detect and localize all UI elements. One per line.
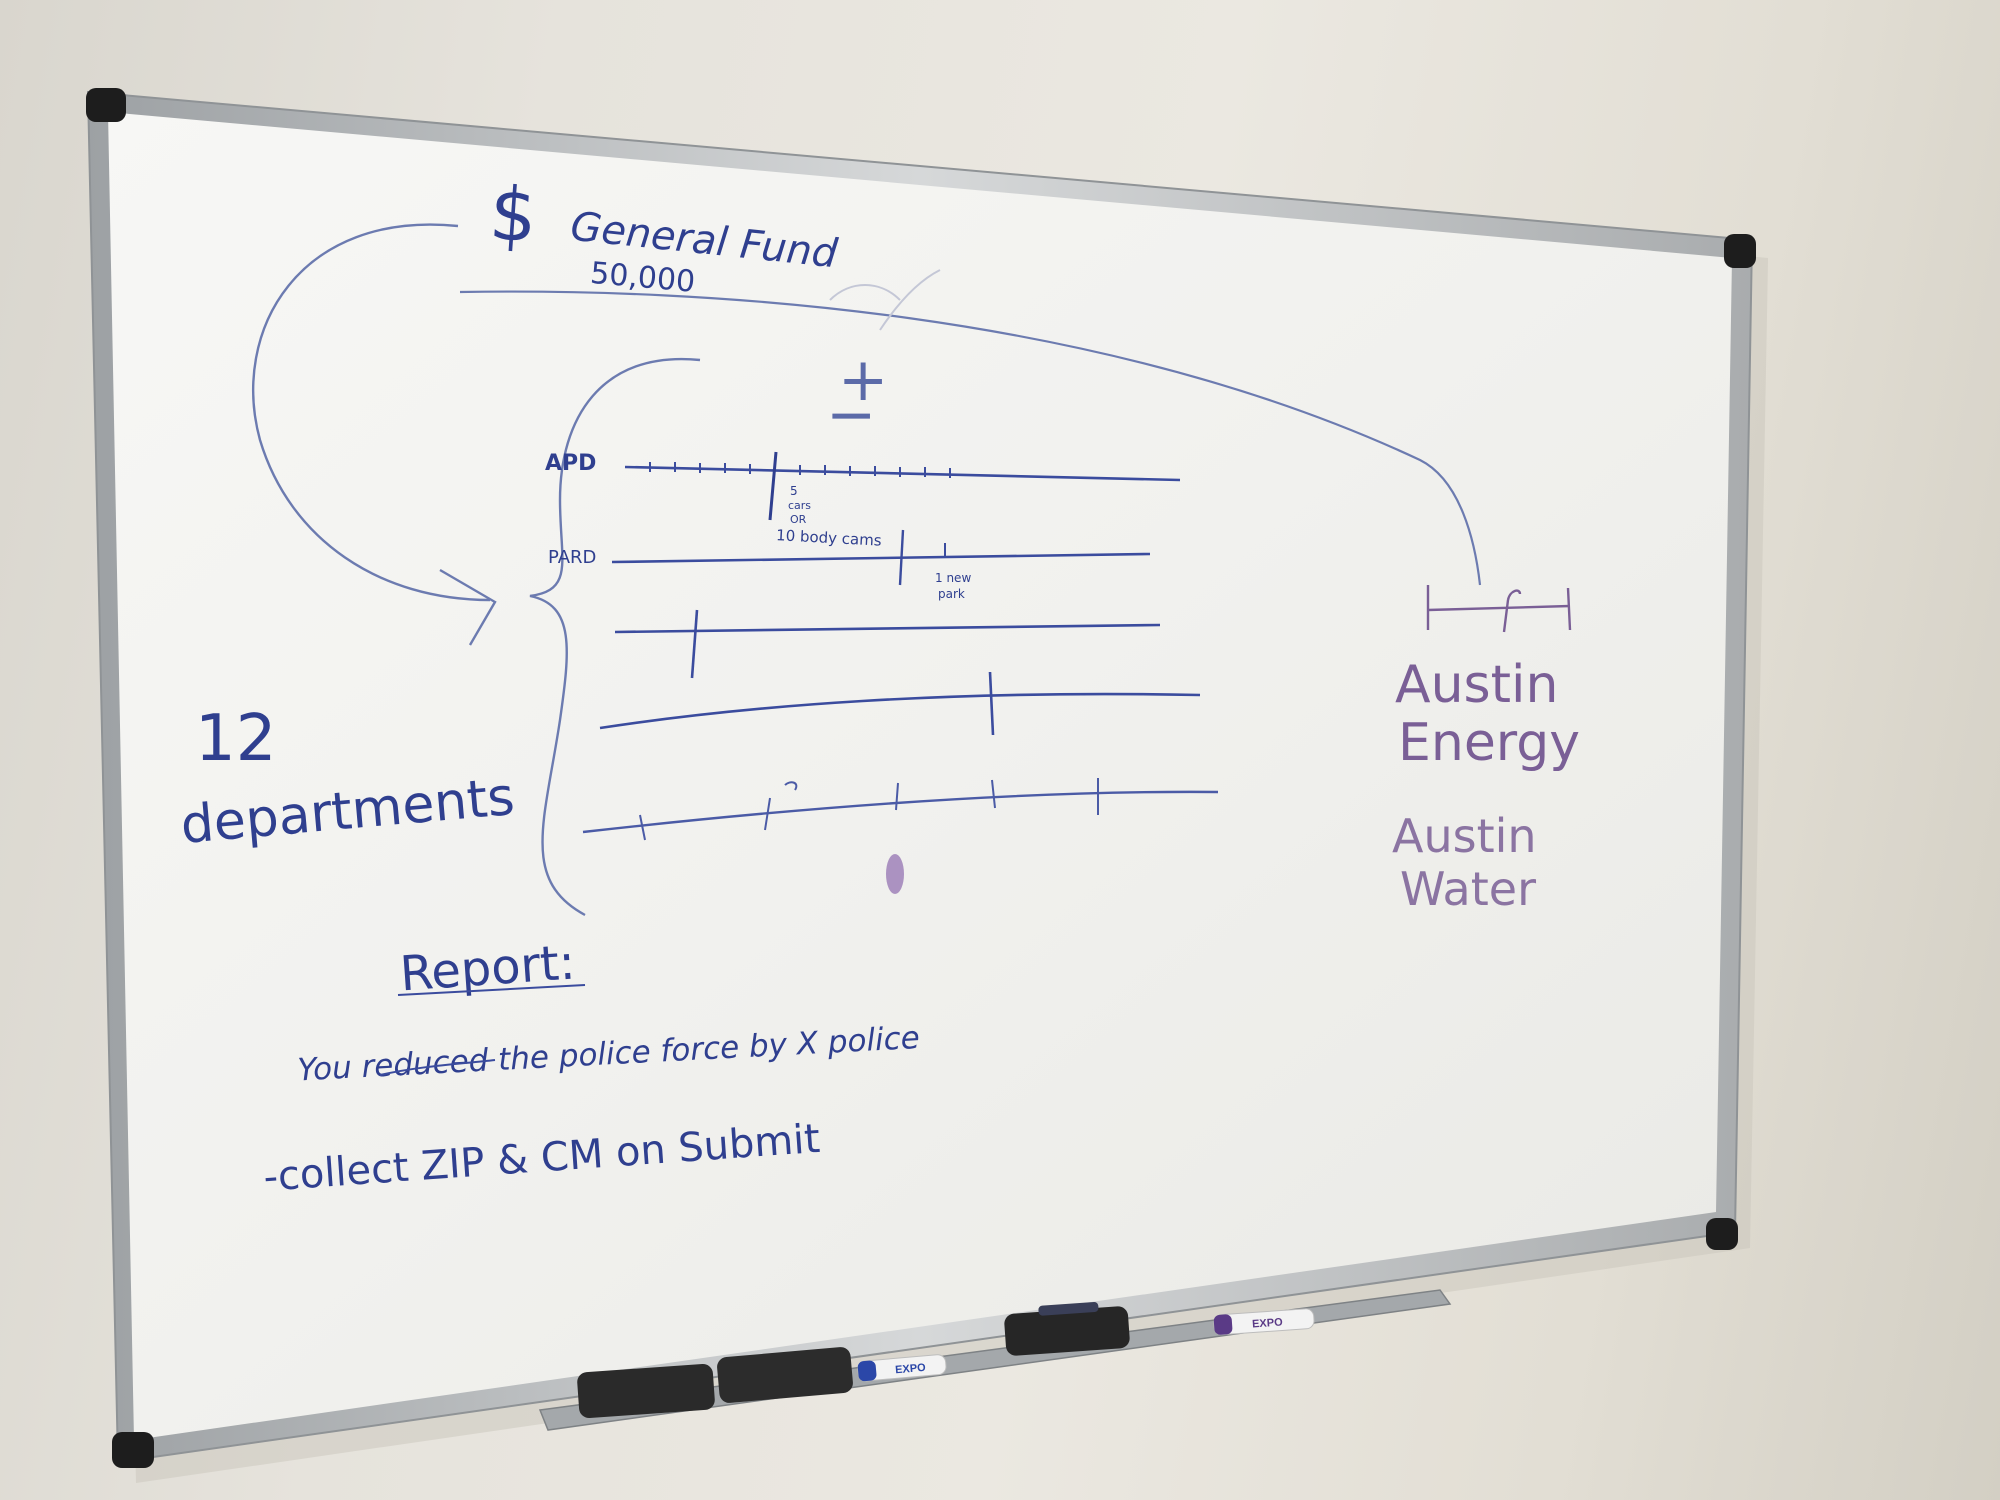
- slider-handle-3: [690, 609, 699, 679]
- purple-marker: EXPO: [1213, 1308, 1315, 1336]
- eraser-right: [1004, 1302, 1130, 1356]
- eraser-middle: [717, 1347, 853, 1403]
- corner-cap-top-right: [1724, 234, 1756, 268]
- arrow-head: [439, 568, 497, 646]
- slider-handle-pard: [898, 529, 905, 586]
- austin-water-line-1: Austin: [1392, 809, 1537, 863]
- apd-note-line-2: cars: [788, 499, 811, 512]
- department-brace: [529, 357, 701, 917]
- fund-underline: [459, 290, 1482, 586]
- department-slider-5: [582, 778, 1219, 841]
- reduced-underline: [379, 1059, 496, 1076]
- corner-cap-bottom-left: [112, 1432, 154, 1468]
- utility-slider: [1426, 585, 1572, 633]
- austin-energy-line-2: Energy: [1398, 713, 1580, 773]
- plus-sign: +: [838, 345, 888, 415]
- blue-marker-label: EXPO: [895, 1362, 927, 1377]
- minus-sign: −: [826, 380, 876, 450]
- apd-note-line-1: 5: [790, 484, 798, 498]
- corner-cap-bottom-right: [1706, 1218, 1738, 1250]
- slider-handle-apd: [768, 451, 778, 521]
- department-count: 12: [195, 702, 276, 776]
- department-label-pard: PARD: [548, 547, 596, 568]
- pard-note-line-2: park: [938, 587, 965, 601]
- dollar-symbol: $: [487, 171, 540, 260]
- slider-handle-4: [988, 671, 995, 736]
- department-slider-2: [611, 529, 1151, 586]
- department-slider-4: [599, 671, 1201, 736]
- department-slider-3: [614, 609, 1161, 679]
- eraser-left: [577, 1363, 715, 1419]
- blue-marker: EXPO: [857, 1354, 947, 1382]
- austin-water-line-2: Water: [1400, 862, 1536, 916]
- apd-note-line-4: 10 body cams: [776, 526, 883, 550]
- pard-note-line-1: 1 new: [935, 571, 971, 585]
- report-underline: [397, 984, 586, 996]
- department-label-apd: APD: [545, 451, 596, 476]
- austin-energy-line-1: Austin: [1395, 655, 1558, 715]
- apd-note-line-3: OR: [790, 513, 807, 526]
- erased-scribble: [829, 269, 941, 331]
- corner-cap-top-left: [86, 88, 126, 122]
- department-slider-1: [624, 451, 1181, 521]
- purple-smudge: [886, 854, 904, 894]
- board-surface: [108, 112, 1732, 1440]
- purple-marker-label: EXPO: [1252, 1316, 1284, 1330]
- curved-arrow: [252, 223, 491, 602]
